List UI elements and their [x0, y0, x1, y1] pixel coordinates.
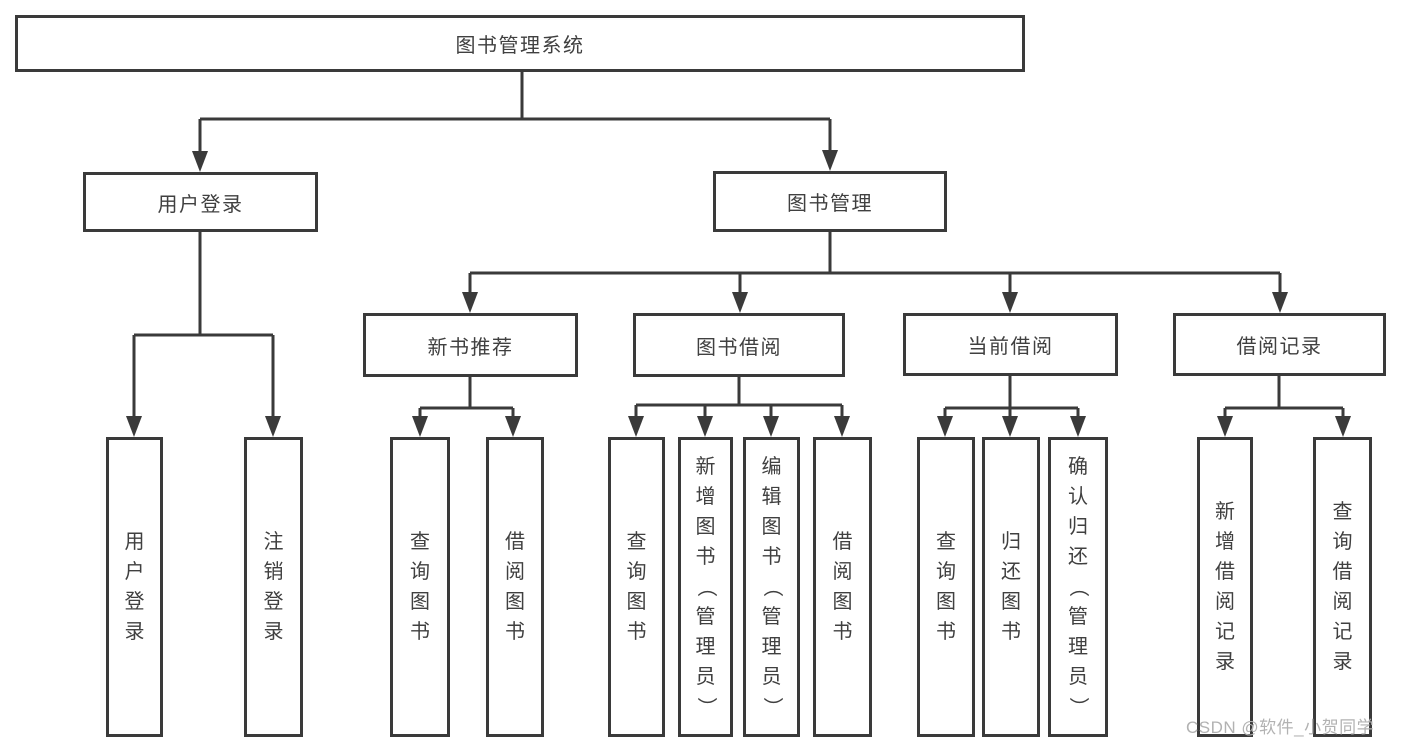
leaf-query-borrow-record-label: 查询借阅记录 [1332, 501, 1353, 673]
node-book-management: 图书管理 [713, 171, 947, 232]
leaf-return-books-label: 归还图书 [1001, 531, 1021, 643]
leaf-borrow-books-borrowing: 借阅图书 [813, 437, 872, 737]
node-user-login: 用户登录 [83, 172, 318, 232]
leaf-user-login: 用户登录 [106, 437, 163, 737]
leaf-add-book-admin-label: 新增图书（管理员） [694, 456, 717, 717]
leaf-query-books-current: 查询图书 [917, 437, 975, 737]
leaf-user-login-label: 用户登录 [124, 531, 145, 643]
node-current-borrowing: 当前借阅 [903, 313, 1118, 376]
leaf-logout-label: 注销登录 [263, 531, 284, 643]
node-book-borrowing: 图书借阅 [633, 313, 845, 377]
leaf-add-book-admin: 新增图书（管理员） [678, 437, 733, 737]
arrowheads [126, 150, 1351, 437]
node-library-management-system: 图书管理系统 [15, 15, 1025, 72]
leaf-logout: 注销登录 [244, 437, 303, 737]
leaf-confirm-return-admin: 确认归还（管理员） [1048, 437, 1108, 737]
leaf-confirm-return-admin-label: 确认归还（管理员） [1067, 456, 1089, 717]
leaf-query-books-borrowing: 查询图书 [608, 437, 665, 737]
leaf-add-borrow-record-label: 新增借阅记录 [1215, 501, 1235, 673]
leaf-query-borrow-record: 查询借阅记录 [1313, 437, 1372, 737]
leaf-query-books-recommend-label: 查询图书 [410, 531, 430, 643]
leaf-return-books: 归还图书 [982, 437, 1040, 737]
node-new-book-recommend: 新书推荐 [363, 313, 578, 377]
leaf-add-borrow-record: 新增借阅记录 [1197, 437, 1253, 737]
leaf-edit-book-admin-label: 编辑图书（管理员） [760, 456, 783, 717]
leaf-borrow-books-recommend: 借阅图书 [486, 437, 544, 737]
leaf-query-books-current-label: 查询图书 [936, 531, 956, 643]
leaf-edit-book-admin: 编辑图书（管理员） [743, 437, 800, 737]
node-borrowing-records: 借阅记录 [1173, 313, 1386, 376]
leaf-borrow-books-recommend-label: 借阅图书 [505, 531, 525, 643]
leaf-query-books-recommend: 查询图书 [390, 437, 450, 737]
leaf-borrow-books-borrowing-label: 借阅图书 [832, 531, 853, 643]
leaf-query-books-borrowing-label: 查询图书 [626, 531, 647, 643]
